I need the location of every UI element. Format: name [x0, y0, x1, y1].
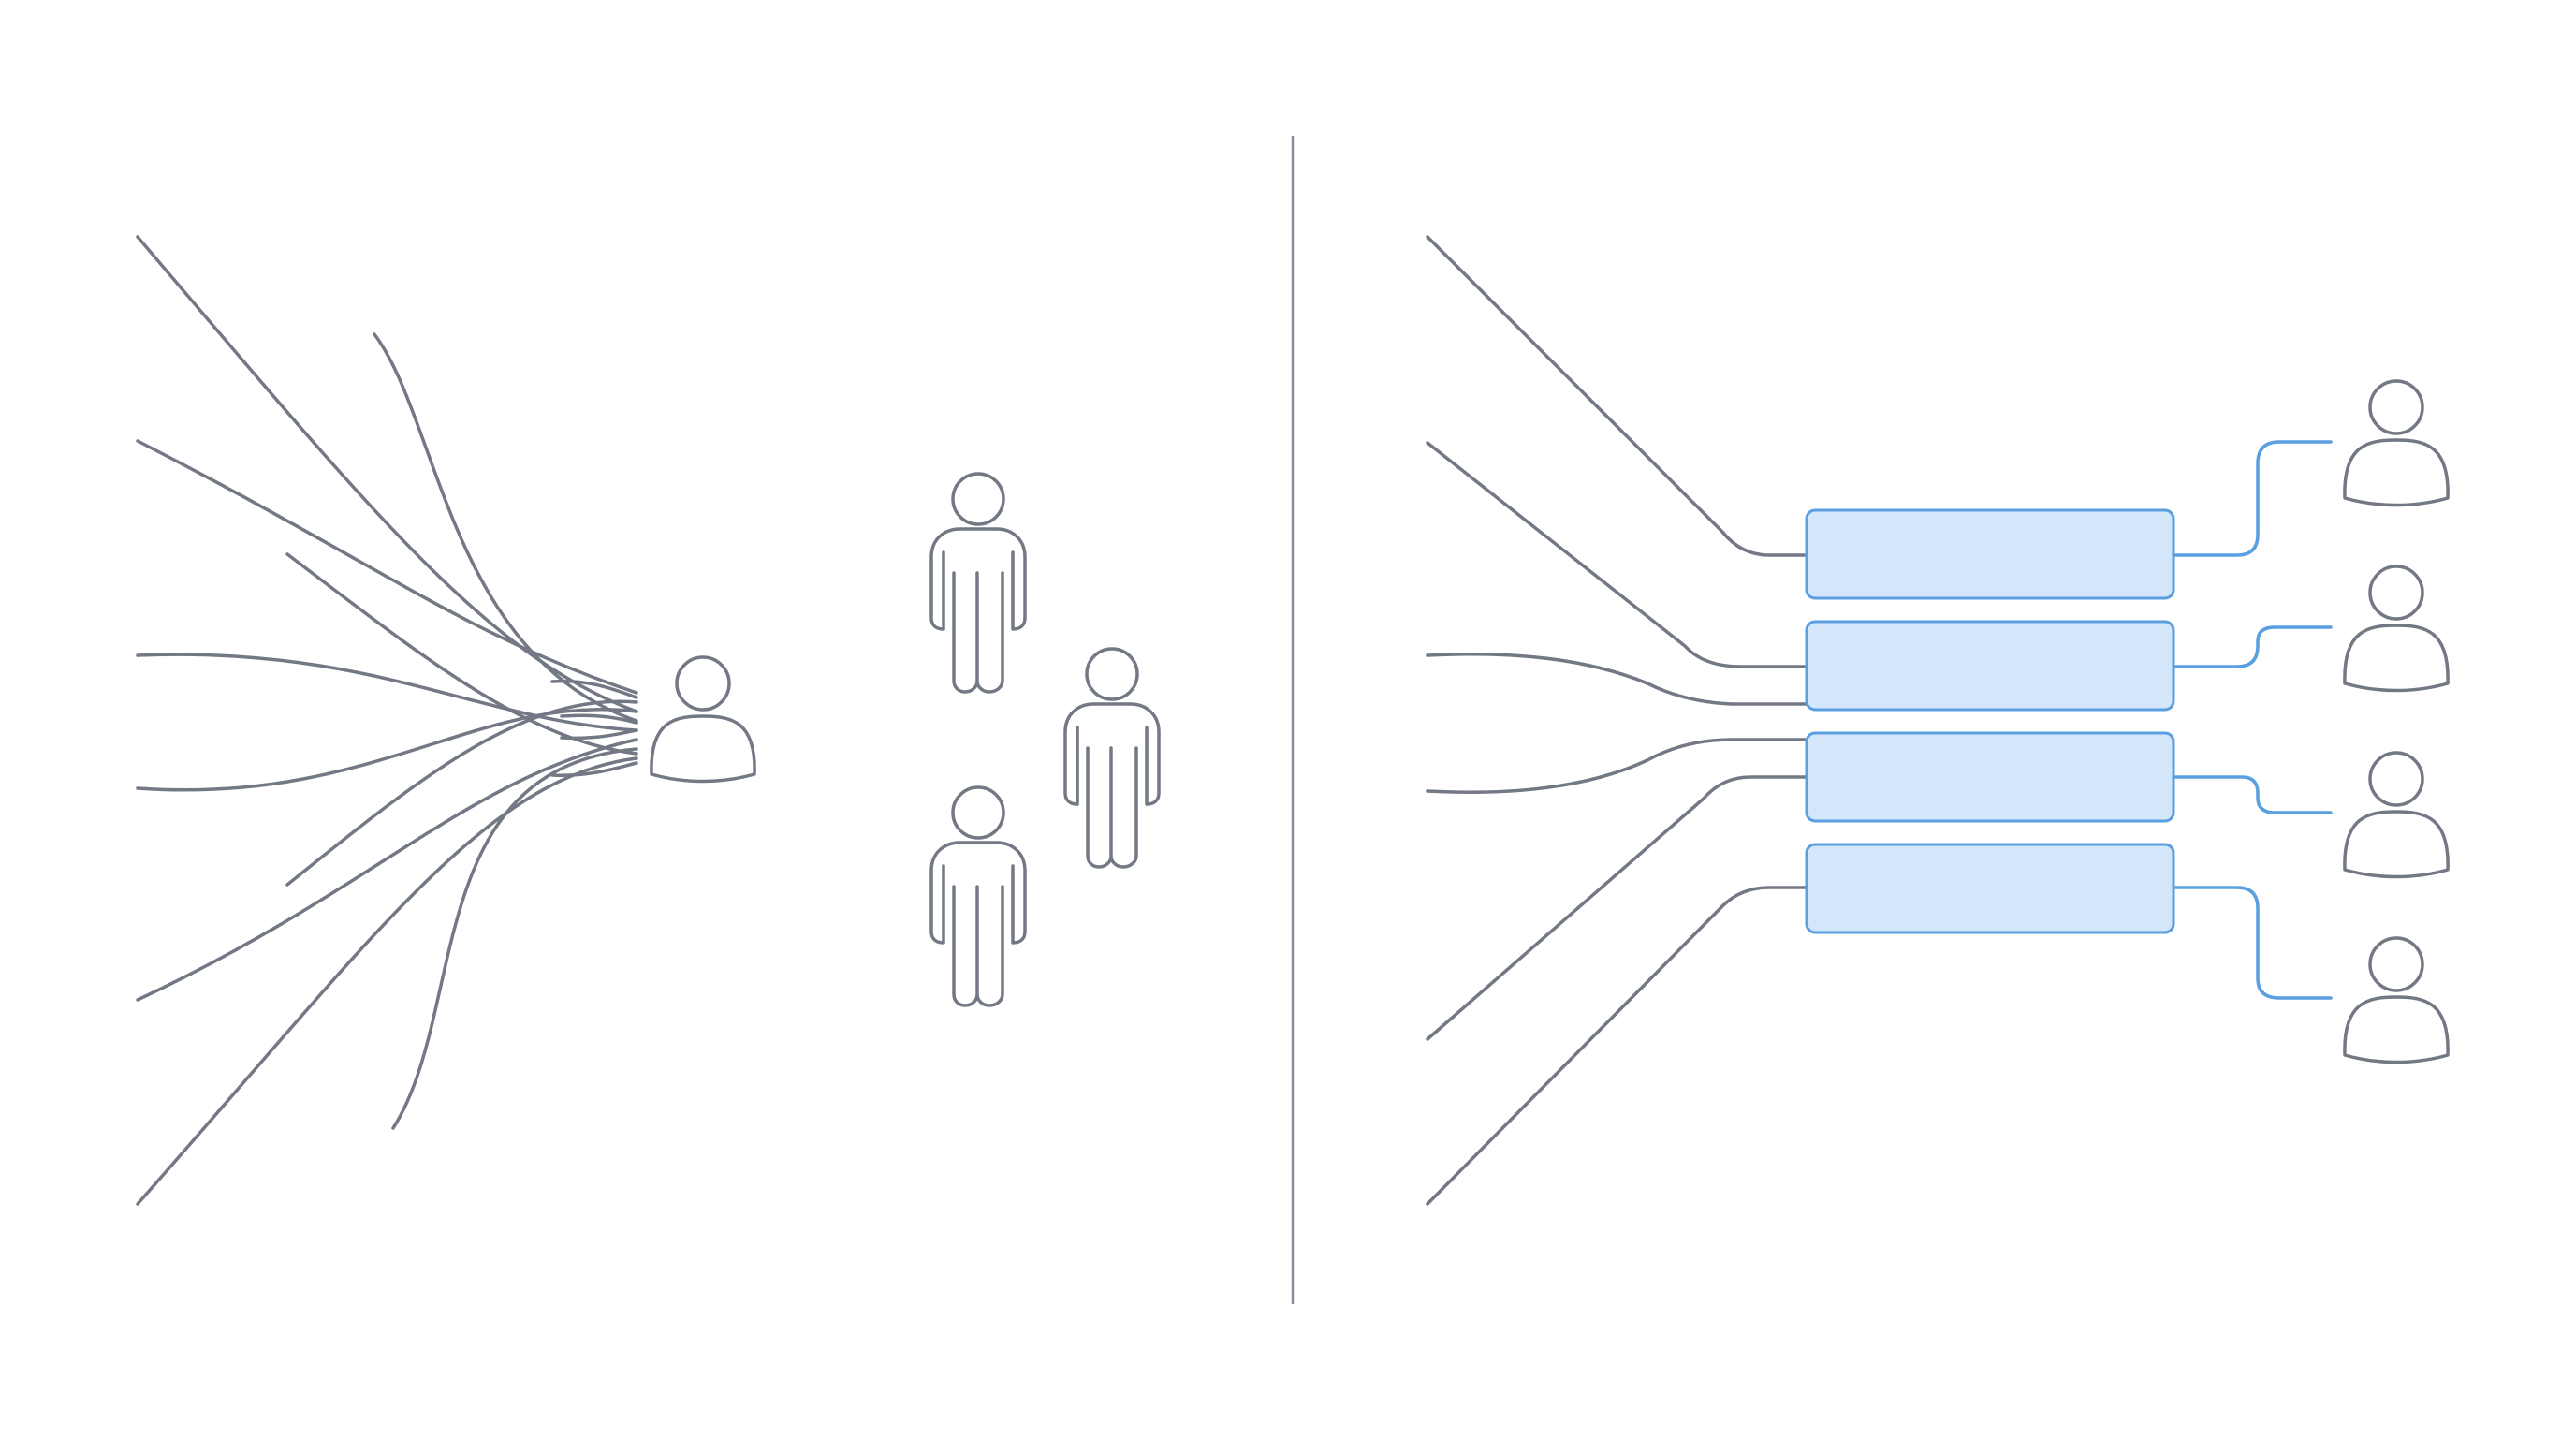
stream-line	[373, 332, 638, 723]
person-bust-icon	[650, 655, 756, 784]
queue-box	[1805, 843, 2175, 934]
stream-line	[136, 738, 638, 1002]
stream-line	[136, 653, 638, 732]
idle-people-group	[929, 472, 1161, 1007]
stream-line	[1426, 738, 1808, 794]
stream-line	[550, 679, 638, 699]
person-bust-icon	[2343, 936, 2450, 1064]
connector-line	[2172, 775, 2333, 814]
person-bust-icon	[2343, 751, 2450, 879]
queue-box	[1805, 508, 2175, 600]
stream-line	[136, 235, 638, 713]
stream-line	[1426, 235, 1808, 557]
stream-line	[560, 728, 638, 741]
connector-line	[2172, 440, 2333, 557]
stream-line	[136, 756, 638, 1206]
stream-line	[560, 713, 638, 725]
stream-line	[391, 747, 638, 1130]
stream-line	[1426, 775, 1808, 1041]
queue-box	[1805, 731, 2175, 823]
person-bust-icon	[2343, 379, 2450, 507]
receiver-person-left	[650, 655, 756, 784]
person-standing-icon	[1063, 647, 1161, 869]
stream-line	[1426, 653, 1808, 706]
connector-line	[2172, 625, 2333, 668]
stream-line	[1426, 441, 1808, 668]
connector-line	[2172, 886, 2333, 1000]
queue-box	[1805, 620, 2175, 712]
stream-line	[550, 761, 638, 778]
incoming-streams-right	[1426, 235, 1808, 1206]
stream-line	[136, 707, 638, 792]
stream-line	[285, 699, 638, 887]
left-panel	[136, 235, 1161, 1206]
stream-line	[136, 439, 638, 695]
outgoing-connectors	[2172, 440, 2333, 1000]
receivers-right	[2343, 379, 2450, 1064]
stream-line	[1426, 886, 1808, 1206]
person-standing-icon	[929, 472, 1027, 694]
right-panel	[1426, 235, 2450, 1206]
person-bust-icon	[2343, 565, 2450, 693]
queue-boxes	[1805, 508, 2175, 934]
stream-line	[285, 552, 638, 756]
person-standing-icon	[929, 785, 1027, 1007]
incoming-streams-left	[136, 235, 638, 1206]
